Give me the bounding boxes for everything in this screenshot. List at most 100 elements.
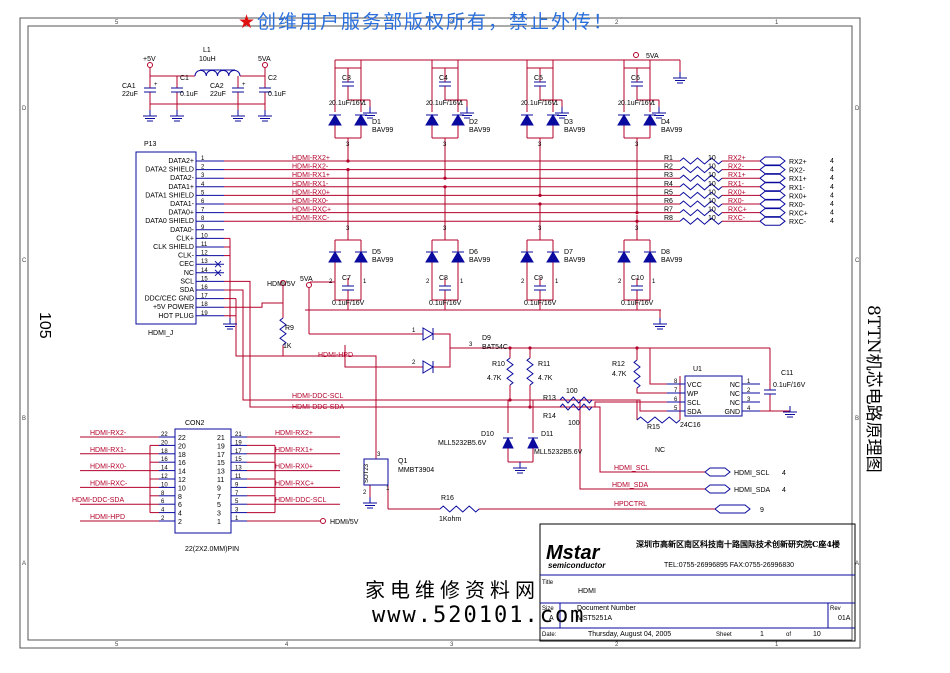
page-inner-border [27,25,853,641]
pin-num: 3 [346,142,350,148]
diode-ref-D6: D6 [469,249,478,256]
resistor-symbol [526,357,534,386]
of-label: of [786,632,791,638]
cap-ref-C8: C8 [439,275,448,282]
con2-pin-outer-left: 18 [161,449,168,455]
border-row-right: D [855,106,860,112]
diode-symbol [617,114,631,126]
p13-pin-name: DATA1- [170,201,195,208]
pin-num: 2 [329,279,333,285]
watermark-text: 创维用户服务部版权所有，禁止外传！ [257,11,614,33]
con2-pin-outer-right: 9 [235,482,239,488]
con2-pin-outer-left: 6 [161,499,165,505]
cap-ref-C5: C5 [534,75,543,82]
junction-dot [508,398,512,402]
cap-ref: CA2 [210,83,224,90]
doc-title: HDMI [578,588,596,595]
res-net-R3: RX1+ [728,172,746,179]
res-net-R2: RX2- [728,164,745,171]
r16-value: 1Kohm [439,516,461,523]
resistor-symbol [679,217,723,225]
rev-label: Rev [830,606,841,612]
d11-ref: D11 [541,431,553,438]
con2-net-right-5: HDMI/5V [330,519,359,526]
net-hpd: HDMI-HPD [318,352,353,359]
con2-pin-outer-left: 20 [161,440,168,446]
con2-pin-inner-left: 16 [178,460,186,467]
resistor-symbol [679,174,723,182]
res-value-R5: 10 [708,189,716,196]
con2-pin-inner-left: 12 [178,477,186,484]
diode-symbol [328,114,342,126]
con2-pin-inner-right: 9 [217,485,221,492]
cap-value-C6: 0.1uF/16V [621,100,654,107]
p13-pin-num: 12 [201,251,208,257]
border-column-bottom: 3 [450,642,454,648]
p13-pin-name: DATA0- [170,227,195,234]
con2-pin-outer-right: 5 [235,499,239,505]
u1-pin-num: 6 [674,397,678,403]
res-net-R6: RX0- [728,198,745,205]
p13-pin-name: SDA [180,287,195,294]
p13-pin-name: DATA1 SHIELD [145,192,194,199]
p13-pin-name: DATA0+ [168,210,194,217]
p13-pin-num: 11 [201,242,208,248]
p13-pin-name: NC [184,270,194,277]
con2-pin-outer-right: 3 [235,508,239,514]
diode-ref-D7: D7 [564,249,573,256]
u1-pin-num: 2 [747,388,751,394]
res-net-R4: RX1- [728,181,745,188]
p13-pin-num: 7 [201,208,205,214]
res-ref-R6: R6 [664,198,673,205]
no-connect [214,269,222,277]
p13-pin-num: 10 [201,233,208,239]
p13-pin-name: DATA2 SHIELD [145,167,194,174]
pin-num: 1 [412,328,416,334]
res-value-R2: 10 [708,164,716,171]
border-row-right: A [855,561,859,567]
res-ref-R8: R8 [664,215,673,222]
diode-value-D4: BAV99 [661,127,682,134]
pin-num: 3 [346,226,350,232]
p13-pin-num: 9 [201,225,205,231]
cap-ref-C3: C3 [342,75,351,82]
res-net-R8: RXC- [728,215,746,222]
p13-pin-name: CLK SHIELD [153,244,194,251]
net-hdmi-scl: HDMI_SCL [614,465,650,472]
power-terminal [147,62,153,68]
cap-value: 22uF [210,91,226,98]
resistor-symbol [506,357,514,386]
port-sheet: 4 [782,470,786,477]
net-label-7: HDMI-RXC+ [292,207,331,214]
port-sheet: 4 [830,167,834,174]
diode-symbol [422,360,434,374]
diode-ref-D1: D1 [372,119,381,126]
cap-ref-C10: C10 [631,275,644,282]
cap-value: 0.1uF [180,91,198,98]
wire [224,302,283,308]
con2-pin-outer-left: 10 [161,482,168,488]
r15-value: NC [655,447,665,454]
port-RXC+ [759,208,786,218]
page-number: 105 [36,312,53,339]
d10-ref: D10 [481,431,494,438]
con2-net-right-4: HDMI-DDC-SCL [275,497,326,504]
power-terminal [262,62,268,68]
p13-pin-name: DATA1+ [168,184,194,191]
p13-pin-name: DATA2- [170,175,195,182]
cap-ref: C2 [268,75,277,82]
con2-net-left-2: HDMI-RX0- [90,464,127,471]
r11-ref: R11 [538,361,550,368]
diode-symbol [425,251,439,263]
port-hdmi-sda-label: HDMI_SDA [734,487,771,494]
resistor-symbol [636,416,681,424]
cap-ref-C9: C9 [534,275,543,282]
diode-ref-D2: D2 [469,119,478,126]
q1-package: SOT23 [364,463,370,483]
con2-pin-outer-left: 4 [161,508,165,514]
u1-pin-num: 3 [747,397,751,403]
wire [649,348,667,385]
wire [224,280,595,408]
sheet-count: 10 [813,631,821,638]
res-ref-R7: R7 [664,207,673,214]
